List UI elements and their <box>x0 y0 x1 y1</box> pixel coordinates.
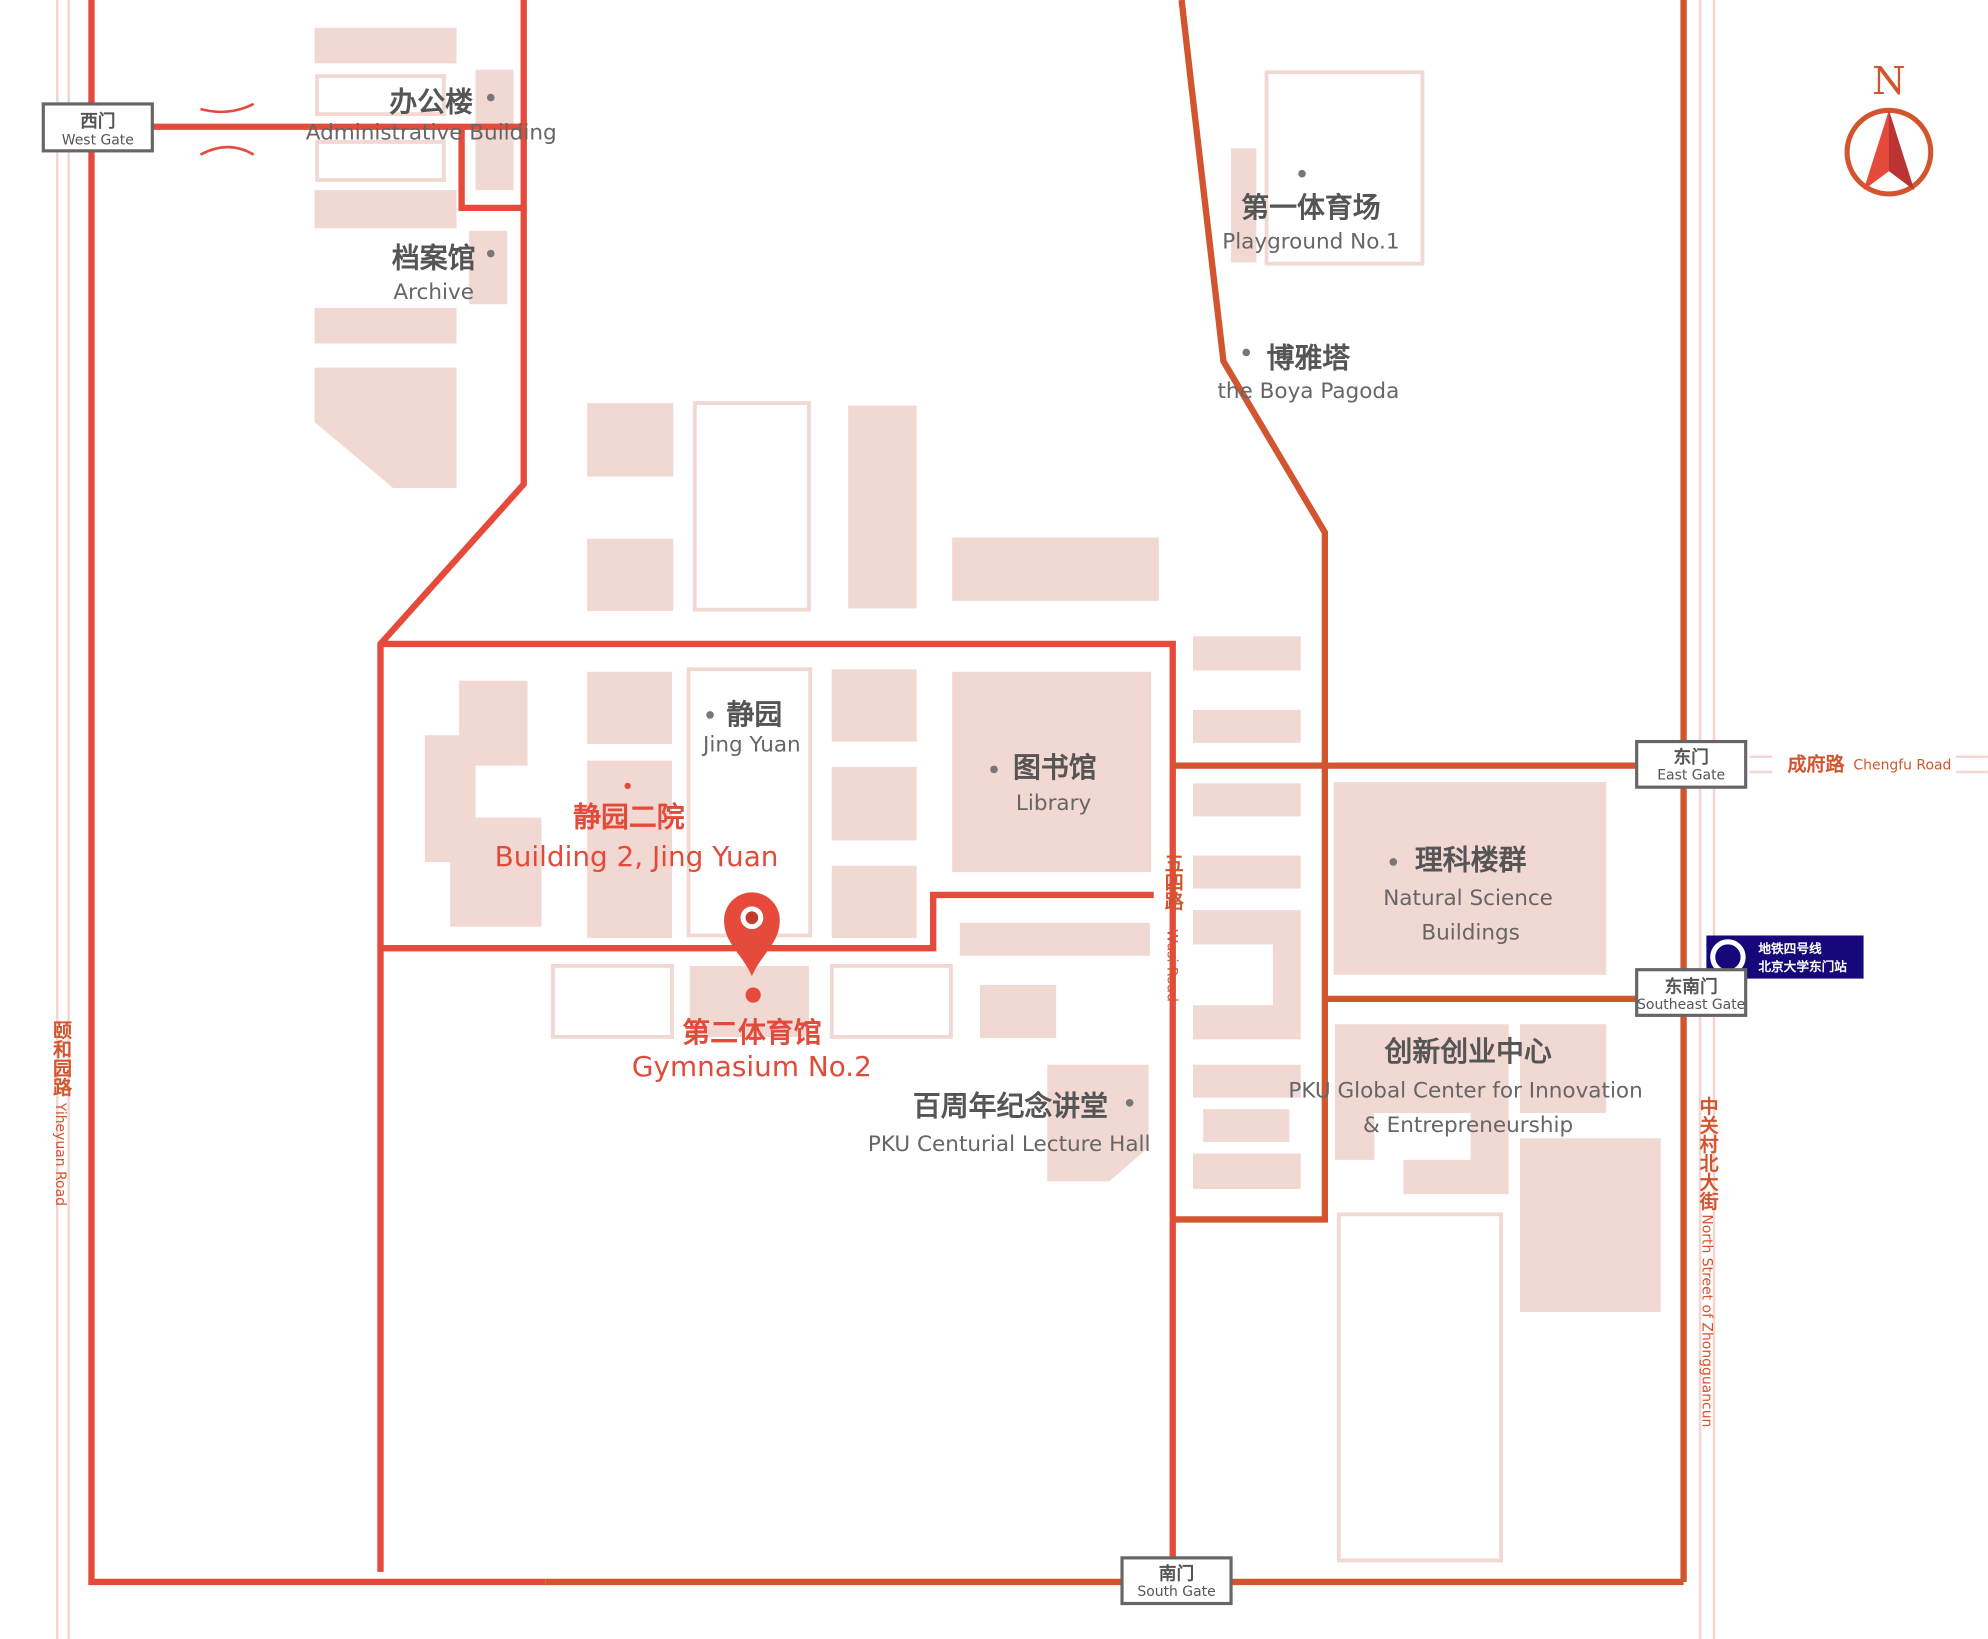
svg-text:East Gate: East Gate <box>1657 768 1725 784</box>
svg-text:东南门: 东南门 <box>1665 976 1718 998</box>
place-playground-no1[interactable]: 第一体育场 Playground No.1 <box>1222 169 1400 255</box>
svg-text:South Gate: South Gate <box>1137 1584 1215 1600</box>
place-natural-science-buildings[interactable]: 理科楼群 Natural Science Buildings <box>1383 844 1553 946</box>
svg-text:第一体育场: 第一体育场 <box>1241 191 1380 224</box>
svg-text:Building 2, Jing Yuan: Building 2, Jing Yuan <box>495 840 779 873</box>
svg-text:创新创业中心: 创新创业中心 <box>1383 1035 1551 1068</box>
svg-text:North Street of Zhongguancun: North Street of Zhongguancun <box>1699 1214 1715 1427</box>
west-gate[interactable]: 西门 West Gate <box>41 102 154 153</box>
place-boya-pagoda[interactable]: 博雅塔 the Boya Pagoda <box>1217 342 1399 404</box>
svg-text:博雅塔: 博雅塔 <box>1267 342 1352 375</box>
svg-text:东门: 东门 <box>1673 746 1708 768</box>
svg-text:West Gate: West Gate <box>62 133 134 149</box>
svg-text:成府路: 成府路 <box>1788 753 1846 776</box>
buildings <box>314 27 1661 1563</box>
road-label-wusi: 五四路 Wusi Road <box>1162 853 1184 1002</box>
north-compass: N <box>1844 59 1934 197</box>
place-innovation-center[interactable]: 创新创业中心 PKU Global Center for Innovation … <box>1288 1035 1642 1138</box>
svg-text:Buildings: Buildings <box>1421 920 1520 945</box>
svg-text:Archive: Archive <box>393 280 474 305</box>
svg-text:Administrative Building: Administrative Building <box>306 120 557 145</box>
svg-text:& Entrepreneurship: & Entrepreneurship <box>1363 1113 1573 1138</box>
place-archive[interactable]: 档案馆 Archive <box>392 241 495 305</box>
road-label-zhongguancun: 中关村北大街 North Street of Zhongguancun <box>1697 1095 1720 1427</box>
location-pin-gymnasium[interactable] <box>724 892 780 1003</box>
svg-text:地铁四号线: 地铁四号线 <box>1758 941 1822 956</box>
svg-text:五四路: 五四路 <box>1162 853 1184 911</box>
svg-text:Southeast Gate: Southeast Gate <box>1637 997 1745 1013</box>
svg-text:静园: 静园 <box>727 698 783 731</box>
svg-text:Jing Yuan: Jing Yuan <box>701 733 801 758</box>
svg-text:N: N <box>1872 59 1905 103</box>
svg-text:中关村北大街: 中关村北大街 <box>1697 1095 1720 1211</box>
svg-text:颐和园路: 颐和园路 <box>50 1020 72 1097</box>
svg-text:北京大学东门站: 北京大学东门站 <box>1758 959 1847 974</box>
east-gate[interactable]: 东门 East Gate <box>1635 739 1748 789</box>
svg-text:静园二院: 静园二院 <box>573 800 685 833</box>
svg-text:南门: 南门 <box>1159 1562 1194 1584</box>
road-label-chengfu: 成府路 Chengfu Road <box>1788 753 1952 776</box>
svg-text:Natural Science: Natural Science <box>1383 886 1553 911</box>
southeast-gate[interactable]: 东南门 Southeast Gate <box>1635 968 1748 1017</box>
place-admin-building[interactable]: 办公楼 Administrative Building <box>306 86 557 146</box>
roads <box>88 0 1687 1586</box>
svg-text:PKU Centurial Lecture Hall: PKU Centurial Lecture Hall <box>868 1132 1151 1157</box>
outer-road-lines <box>55 0 1988 1639</box>
place-library[interactable]: 图书馆 Library <box>990 751 1097 816</box>
svg-text:理科楼群: 理科楼群 <box>1415 844 1527 877</box>
svg-text:PKU Global Center for Innovati: PKU Global Center for Innovation <box>1288 1079 1642 1104</box>
svg-text:Yiheyuan Road: Yiheyuan Road <box>52 1102 68 1206</box>
svg-text:Gymnasium No.2: Gymnasium No.2 <box>632 1050 872 1083</box>
svg-text:图书馆: 图书馆 <box>1013 751 1097 784</box>
svg-text:Playground No.1: Playground No.1 <box>1222 229 1399 254</box>
place-centurial-lecture-hall[interactable]: 百周年纪念讲堂 PKU Centurial Lecture Hall <box>868 1089 1151 1156</box>
svg-text:Chengfu Road: Chengfu Road <box>1853 757 1951 773</box>
place-jing-yuan[interactable]: 静园 Jing Yuan <box>701 698 801 758</box>
svg-text:百周年纪念讲堂: 百周年纪念讲堂 <box>913 1089 1108 1122</box>
svg-text:the Boya Pagoda: the Boya Pagoda <box>1217 379 1399 404</box>
svg-text:办公楼: 办公楼 <box>389 86 473 119</box>
svg-text:西门: 西门 <box>80 110 115 132</box>
svg-text:第二体育馆: 第二体育馆 <box>682 1016 821 1049</box>
south-gate[interactable]: 南门 South Gate <box>1120 1556 1233 1606</box>
svg-text:档案馆: 档案馆 <box>392 241 476 274</box>
place-gymnasium-no2[interactable]: 第二体育馆 Gymnasium No.2 <box>632 1016 872 1083</box>
road-label-yiheyuan: 颐和园路 Yiheyuan Road <box>50 1020 72 1206</box>
place-jingyuan-building-2[interactable]: 静园二院 Building 2, Jing Yuan <box>495 782 779 873</box>
svg-text:Wusi Road: Wusi Road <box>1164 929 1180 1002</box>
svg-text:Library: Library <box>1016 791 1092 816</box>
